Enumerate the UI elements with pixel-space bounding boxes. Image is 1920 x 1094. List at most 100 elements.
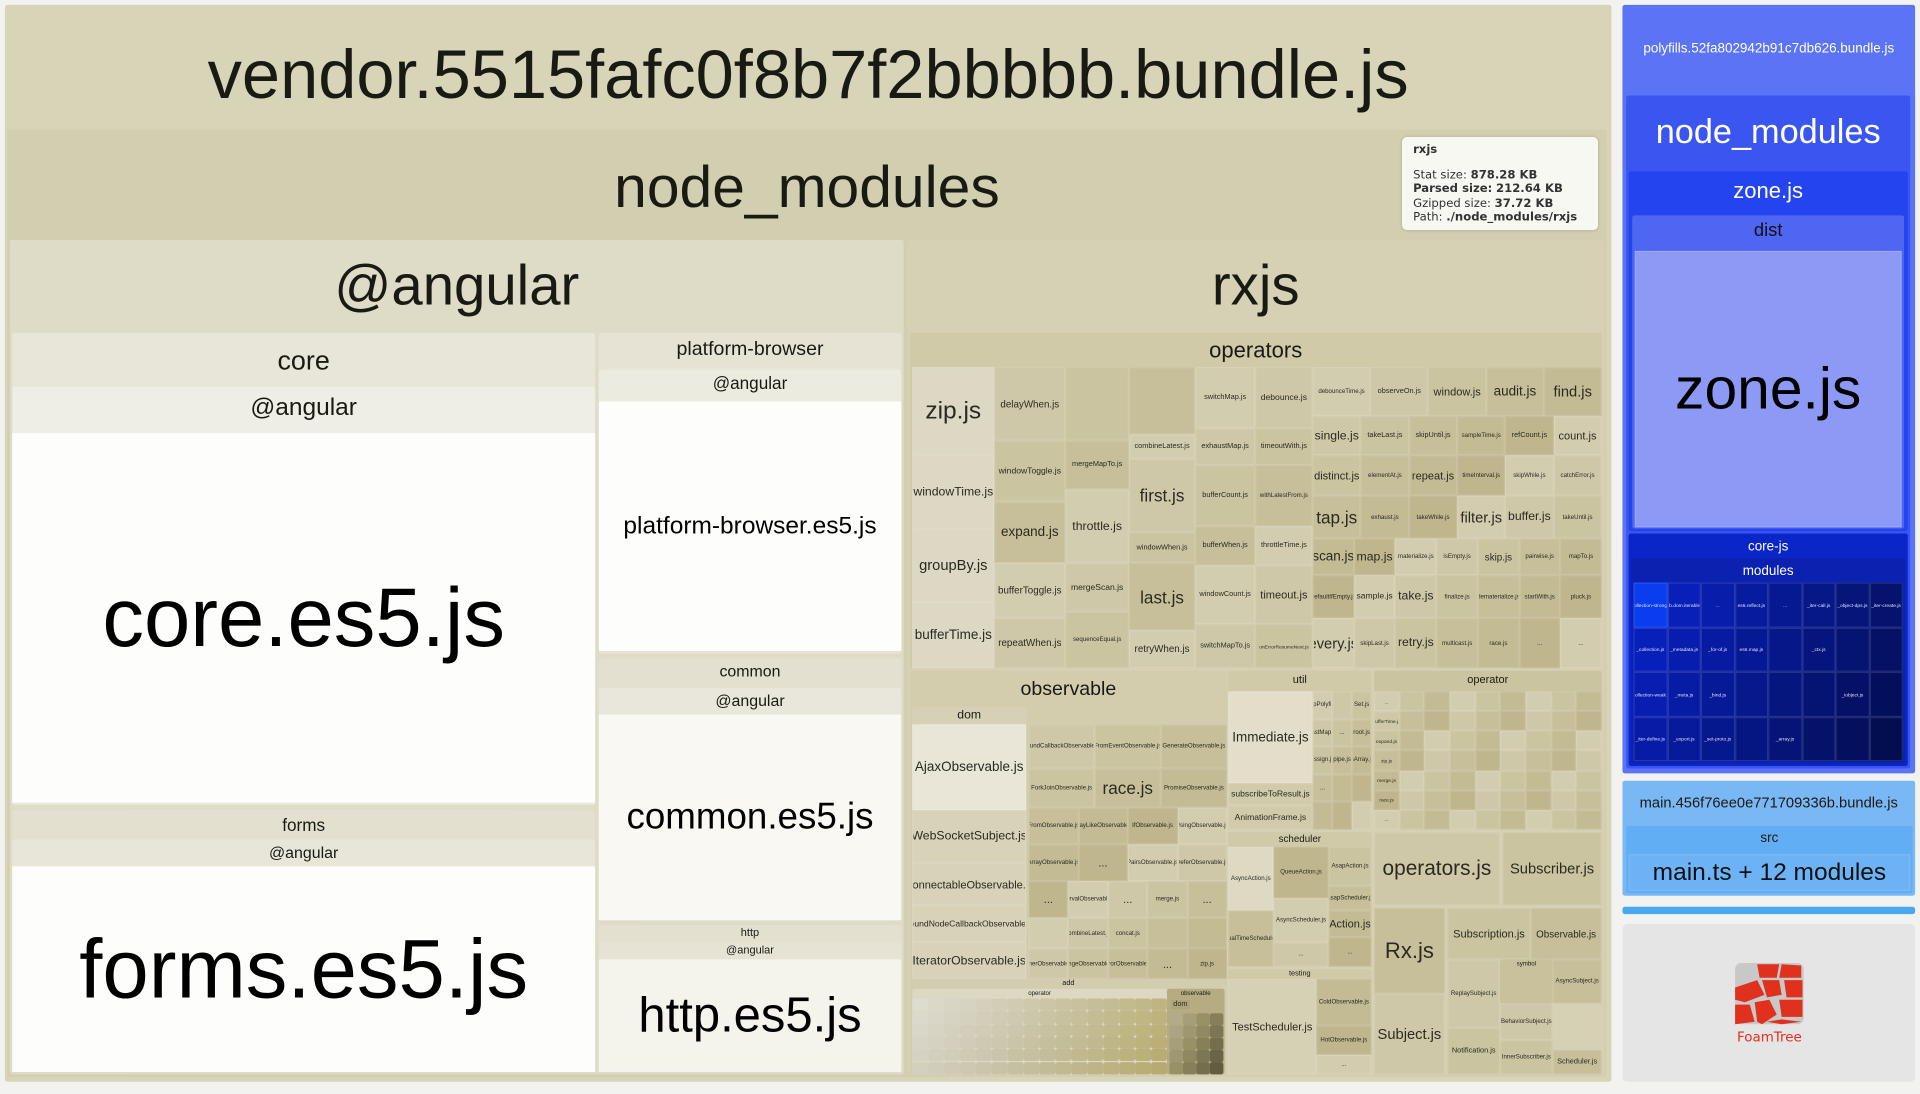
add-operator-file[interactable] (1087, 998, 1104, 1012)
add-operator-file[interactable] (1023, 998, 1040, 1012)
corejs-file-cell[interactable]: ... (1700, 582, 1735, 628)
observable-file[interactable]: race.js (1094, 768, 1161, 808)
operator-file[interactable]: windowCount.js (1195, 565, 1256, 625)
add-operator-file[interactable] (1039, 1061, 1056, 1075)
add-operator-file[interactable] (1087, 1036, 1104, 1049)
add-operator-file[interactable] (1023, 1048, 1040, 1062)
scheduler-file[interactable]: AsapAction.js (1328, 846, 1372, 886)
add-observable-file[interactable] (1182, 1062, 1197, 1075)
util-small-cell[interactable]: FastMap.js (1312, 719, 1333, 747)
rxjs-root-file[interactable]: operators.js (1373, 832, 1501, 906)
add-operator-file[interactable] (1087, 1011, 1104, 1024)
observable-file[interactable]: PromiseObservable.js (1160, 768, 1227, 808)
scheduler-file[interactable]: AsyncAction.js (1228, 846, 1274, 911)
corejs-file-cell[interactable]: _collection.js (1633, 627, 1668, 672)
operator-file[interactable]: mapTo.js (1560, 538, 1602, 576)
add-operator-file[interactable] (1103, 1048, 1120, 1062)
add-operator-file[interactable] (991, 1048, 1008, 1062)
operator-file[interactable]: skipWhile.js (1505, 455, 1554, 496)
operator-file[interactable]: find.js (1543, 367, 1602, 417)
add-operator-file[interactable] (912, 1061, 929, 1075)
observable-file[interactable]: BoundCallbackObservable.js (1028, 724, 1095, 769)
add-operator-file[interactable] (1087, 1061, 1104, 1075)
observable-file[interactable]: concat.js (1107, 917, 1148, 949)
add-operator-file[interactable] (1007, 1011, 1024, 1024)
operator-small-cell[interactable] (1424, 809, 1450, 830)
add-operator-file[interactable] (960, 1023, 976, 1037)
operator-small-cell[interactable] (1500, 750, 1526, 771)
operator-small-cell[interactable] (1449, 711, 1476, 731)
corejs-file-cell[interactable]: _metadata.js (1667, 627, 1701, 672)
observable-file[interactable]: ArrayLikeObservable.js (1078, 807, 1128, 845)
operator-small-cell[interactable] (1475, 750, 1501, 771)
operator-file[interactable]: timeout.js (1255, 565, 1313, 625)
util-small-cell[interactable]: pipe.js (1332, 746, 1352, 775)
operator-file[interactable]: observeOn.js (1370, 367, 1429, 417)
operator-file[interactable]: skip.js (1477, 538, 1520, 576)
add-operator-file[interactable] (975, 1036, 992, 1049)
add-operator-file[interactable] (1151, 1011, 1167, 1024)
add-observable-file[interactable] (1196, 1062, 1210, 1075)
operator-file[interactable]: retry.js (1395, 617, 1437, 669)
add-observable-file[interactable] (1182, 1037, 1197, 1050)
zone-file[interactable]: zone.js (1634, 250, 1902, 528)
operator-file[interactable]: defaultIfEmpty.js (1312, 575, 1354, 618)
add-operator-file[interactable] (975, 1061, 992, 1075)
corejs-file-cell[interactable]: _ctx.js (1801, 627, 1836, 672)
operator-file[interactable]: materialize.js (1395, 538, 1437, 576)
add-operator-file[interactable] (960, 998, 976, 1012)
util-small-cell[interactable]: MapPolyfill.js (1312, 691, 1333, 720)
add-operator-file[interactable] (1151, 1036, 1167, 1049)
add-operator-file[interactable] (944, 1048, 961, 1062)
add-operator-file[interactable] (1071, 1048, 1088, 1062)
operator-file[interactable]: filter.js (1457, 495, 1506, 539)
testing-file[interactable]: TestScheduler.js (1228, 978, 1317, 1075)
add-operator-file[interactable] (991, 1023, 1008, 1037)
add-operator-file[interactable] (991, 998, 1008, 1012)
add-operator-file[interactable] (1103, 1023, 1120, 1037)
add-operator-file[interactable] (1071, 1036, 1088, 1049)
add-operator-file[interactable] (944, 1061, 961, 1075)
operator-file[interactable]: windowToggle.js (994, 440, 1066, 502)
operator-file[interactable]: ... (1560, 617, 1602, 669)
operator-file[interactable]: repeat.js (1408, 455, 1458, 496)
add-operator-file[interactable] (975, 998, 992, 1012)
operator-file[interactable]: startWith.js (1519, 575, 1561, 618)
add-operator-file[interactable] (912, 1036, 929, 1049)
util-small-cell[interactable] (1332, 691, 1352, 720)
add-operator-file[interactable] (1119, 1036, 1136, 1049)
add-operator-file[interactable] (991, 1036, 1008, 1049)
operator-file[interactable]: scan.js (1312, 538, 1354, 576)
operator-file[interactable]: exhaustMap.js (1195, 428, 1256, 466)
add-observable-file[interactable] (1182, 1013, 1197, 1026)
add-operator-file[interactable] (1087, 1048, 1104, 1062)
util-small-cell[interactable] (1351, 774, 1372, 803)
operator-small-cell[interactable] (1525, 711, 1552, 731)
operator-file[interactable]: takeUntil.js (1553, 495, 1602, 539)
observable-file[interactable]: combineLatest.js (1068, 917, 1108, 949)
operator-file[interactable]: every.js (1312, 617, 1354, 669)
add-operator-file[interactable] (1151, 1048, 1167, 1062)
add-operator-file[interactable] (1023, 1036, 1040, 1049)
util-file[interactable]: AnimationFrame.js (1228, 805, 1313, 830)
add-operator-file[interactable] (1071, 1061, 1088, 1075)
add-operator-file[interactable] (1151, 1023, 1167, 1037)
operator-small-cell[interactable] (1500, 809, 1526, 830)
observable-file[interactable]: GenerateObservable.js (1160, 724, 1227, 769)
add-operator-file[interactable] (1151, 998, 1167, 1012)
util-small-cell[interactable] (1332, 774, 1352, 803)
add-operator-file[interactable] (944, 1011, 961, 1024)
util-small-cell[interactable] (1332, 802, 1352, 830)
add-operator-file[interactable] (928, 1048, 945, 1062)
add-operator-file[interactable] (1103, 998, 1120, 1012)
operator-file[interactable]: mergeMapTo.js (1065, 440, 1129, 490)
add-operator-file[interactable] (912, 1048, 929, 1062)
operator-small-cell[interactable] (1424, 730, 1450, 751)
add-observable-file[interactable] (1209, 1013, 1224, 1026)
add-observable-file[interactable] (1209, 1025, 1224, 1038)
add-observable-file[interactable] (1169, 1049, 1183, 1063)
operator-small-cell[interactable]: zip.js (1373, 750, 1400, 771)
corejs-file-cell[interactable] (1869, 627, 1903, 672)
util-small-cell[interactable]: root.js (1351, 719, 1372, 747)
add-operator-file[interactable] (1055, 1048, 1072, 1062)
